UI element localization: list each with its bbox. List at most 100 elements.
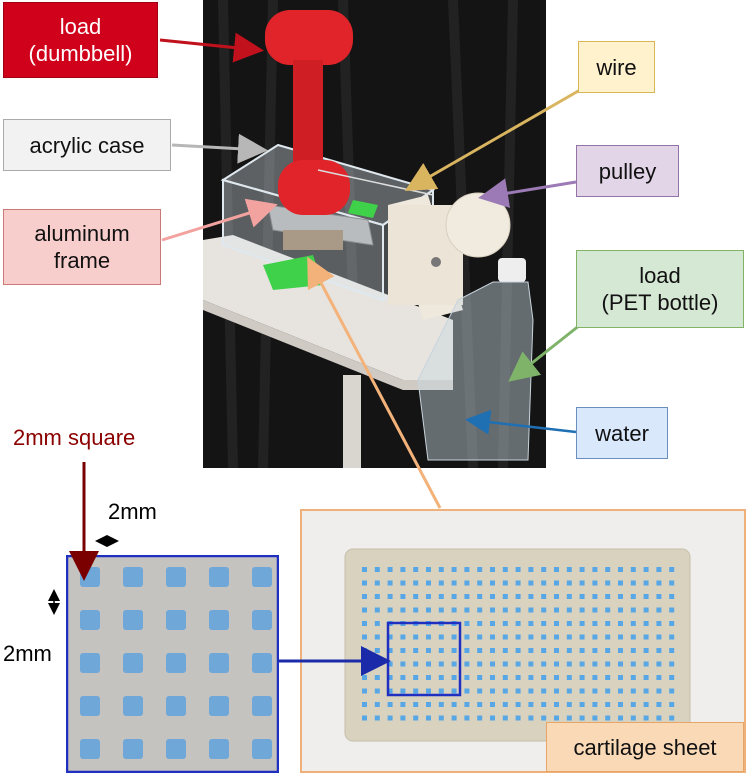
sheet-square bbox=[426, 688, 431, 694]
sheet-square bbox=[502, 621, 508, 626]
sheet-square bbox=[515, 675, 521, 680]
sheet-square bbox=[528, 634, 534, 640]
sheet-square bbox=[477, 675, 483, 680]
zoom-square bbox=[123, 739, 143, 759]
sheet-square bbox=[554, 715, 559, 721]
sheet-square bbox=[605, 567, 611, 572]
arrow-aluminum bbox=[161, 198, 278, 242]
sheet-square bbox=[554, 675, 559, 680]
zoom-square bbox=[252, 696, 272, 716]
zoom-square bbox=[252, 567, 272, 587]
arrow-dumbbell bbox=[159, 32, 264, 63]
sheet-square bbox=[451, 661, 457, 667]
arrow-acrylic bbox=[171, 133, 268, 164]
sheet-square bbox=[387, 580, 393, 586]
zoom-square bbox=[209, 567, 229, 587]
sheet-square bbox=[477, 715, 483, 721]
sheet-square bbox=[618, 594, 623, 599]
sheet-square bbox=[630, 702, 636, 707]
sheet-square bbox=[630, 634, 636, 640]
sheet-square bbox=[515, 621, 521, 626]
zoom-square bbox=[166, 567, 186, 587]
sheet-square bbox=[400, 634, 406, 640]
label-aluminum-frame: aluminum frame bbox=[3, 209, 161, 285]
zoom-square bbox=[80, 696, 100, 716]
sheet-square bbox=[464, 675, 470, 680]
zoom-square bbox=[252, 653, 272, 673]
sheet-square bbox=[579, 661, 585, 667]
zoom-square bbox=[123, 653, 143, 673]
sheet-square bbox=[618, 621, 623, 626]
sheet-square bbox=[656, 661, 662, 667]
sheet-square bbox=[426, 675, 431, 680]
sheet-square bbox=[515, 661, 521, 667]
sheet-square bbox=[490, 715, 495, 721]
sheet-square bbox=[426, 648, 431, 653]
sheet-square bbox=[643, 621, 649, 626]
sheet-square bbox=[362, 688, 367, 694]
arrow-wire bbox=[404, 88, 581, 191]
sheet-square bbox=[643, 688, 649, 694]
sheet-square bbox=[413, 580, 419, 586]
sheet-square bbox=[502, 567, 508, 572]
sheet-square bbox=[579, 688, 585, 694]
sheet-square bbox=[592, 567, 598, 572]
zoom-square bbox=[209, 739, 229, 759]
sheet-square bbox=[438, 702, 444, 707]
sheet-square bbox=[374, 675, 380, 680]
sheet-square bbox=[554, 594, 559, 599]
label-load-dumbbell: load (dumbbell) bbox=[3, 2, 158, 78]
sheet-square bbox=[566, 634, 572, 640]
sheet-square bbox=[438, 594, 444, 599]
sheet-square bbox=[656, 567, 662, 572]
sheet-square bbox=[451, 675, 457, 680]
sheet-square bbox=[477, 702, 483, 707]
zoom-square bbox=[209, 653, 229, 673]
sheet-square bbox=[541, 607, 547, 613]
zoom-square bbox=[252, 739, 272, 759]
sheet-square bbox=[387, 634, 393, 640]
zoom-square bbox=[166, 610, 186, 630]
sheet-square bbox=[502, 648, 508, 653]
sheet-square bbox=[643, 648, 649, 653]
sheet-square bbox=[656, 675, 662, 680]
sheet-square bbox=[630, 715, 636, 721]
sheet-square bbox=[477, 567, 483, 572]
sheet-square bbox=[400, 702, 406, 707]
sheet-square bbox=[592, 594, 598, 599]
sheet-square bbox=[566, 621, 572, 626]
sheet-square bbox=[669, 634, 675, 640]
sheet-square bbox=[515, 648, 521, 653]
sheet-square bbox=[541, 715, 547, 721]
sheet-square bbox=[451, 648, 457, 653]
sheet-square bbox=[464, 594, 470, 599]
sheet-square bbox=[528, 567, 534, 572]
sheet-square bbox=[554, 567, 559, 572]
sheet-square bbox=[630, 607, 636, 613]
sheet-square bbox=[592, 621, 598, 626]
sheet-square bbox=[579, 607, 585, 613]
zoom-square bbox=[166, 696, 186, 716]
sheet-square bbox=[541, 648, 547, 653]
sheet-square bbox=[490, 594, 495, 599]
sheet-square bbox=[490, 567, 495, 572]
sheet-square bbox=[515, 594, 521, 599]
sheet-square bbox=[515, 607, 521, 613]
sheet-square bbox=[618, 580, 623, 586]
sheet-square bbox=[528, 580, 534, 586]
sheet-square bbox=[669, 675, 675, 680]
sheet-square bbox=[618, 634, 623, 640]
sheet-square bbox=[400, 661, 406, 667]
sheet-square bbox=[669, 688, 675, 694]
zoom-square bbox=[252, 610, 272, 630]
sheet-square bbox=[528, 661, 534, 667]
zoom-square bbox=[80, 610, 100, 630]
sheet-square bbox=[656, 702, 662, 707]
sheet-square bbox=[605, 621, 611, 626]
sheet-square bbox=[630, 675, 636, 680]
sheet-square bbox=[400, 715, 406, 721]
sheet-square bbox=[515, 634, 521, 640]
sheet-square bbox=[630, 688, 636, 694]
sheet-square bbox=[438, 715, 444, 721]
sheet-square bbox=[669, 702, 675, 707]
